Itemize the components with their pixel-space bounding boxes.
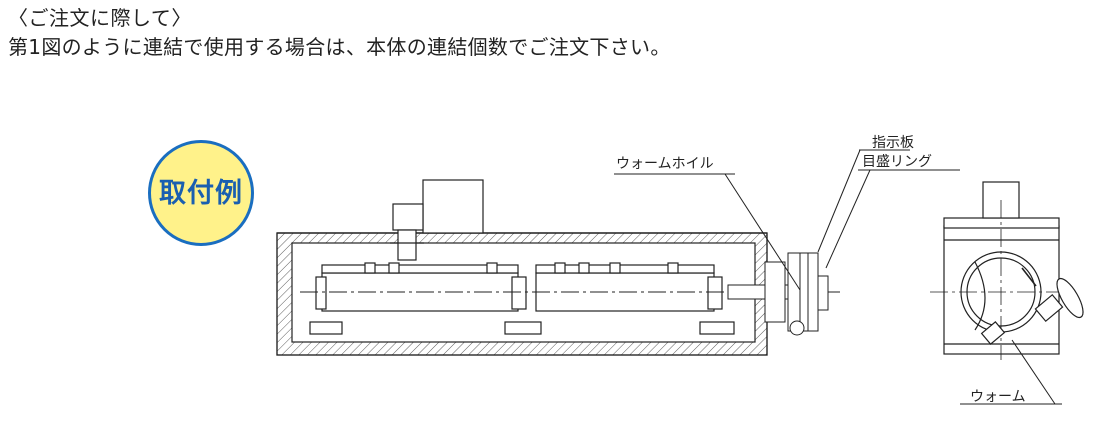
order-instruction: 第1図のように連結で使用する場合は、本体の連結個数でご注文下さい。: [8, 35, 671, 59]
callout-indicator-plate: 指示板: [872, 135, 914, 151]
callout-worm-wheel: ウォームホイル: [616, 156, 714, 172]
front-view: [930, 181, 1084, 360]
drive-shaft: [300, 252, 840, 336]
mounting-example-badge: 取付例: [148, 140, 254, 246]
callout-worm: ウォーム: [970, 389, 1026, 405]
badge-label: 取付例: [159, 178, 243, 209]
callout-scale-ring: 目盛リング: [862, 154, 932, 170]
leader-lines: [614, 149, 1062, 405]
section-heading: 〈ご注文に際して〉: [8, 6, 192, 30]
